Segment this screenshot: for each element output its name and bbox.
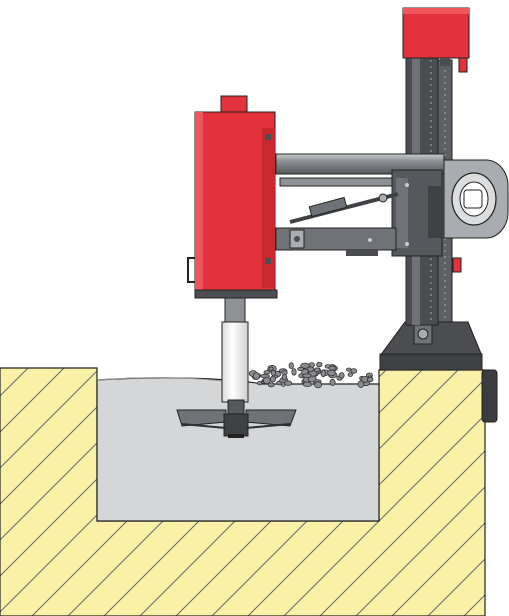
mixer-shaft (221, 297, 249, 419)
gravel-stone (350, 368, 358, 374)
gravel-stone (268, 366, 274, 371)
gravel-stone (263, 370, 271, 375)
gravel-stone (269, 375, 276, 383)
gravel-stone (262, 376, 271, 385)
gravel-stone (327, 369, 336, 377)
motor-housing-icon (187, 95, 278, 299)
gravel-stone (329, 378, 336, 386)
gravel-stone (316, 361, 323, 368)
gravel-stone (252, 372, 261, 380)
column-top-motor (402, 7, 470, 73)
gravel-stone (347, 372, 353, 378)
gravel-stone (338, 372, 345, 379)
gravel-stone (313, 367, 321, 373)
gravel-stone (291, 368, 297, 376)
gravel-stone (267, 382, 275, 388)
mixing-paddle-icon (176, 409, 297, 438)
gravel-stone (256, 381, 263, 386)
gravel-pile-icon (248, 361, 374, 389)
gravel-stone (297, 366, 305, 372)
column-carriage (391, 169, 443, 257)
gravel-stone (320, 369, 326, 378)
hydraulic-cylinder (289, 192, 399, 224)
drive-drum (443, 159, 509, 239)
gravel-stone (345, 367, 352, 372)
gravel-stone (328, 365, 337, 371)
gravel-stone (357, 380, 365, 388)
column-side-switch (452, 257, 462, 273)
gravel-stone (314, 381, 323, 389)
gravel-stone (288, 362, 294, 370)
horizontal-arm-icon (275, 153, 445, 187)
gravel-stone (300, 362, 310, 369)
gravel-stone (302, 373, 312, 378)
gravel-stone (307, 366, 315, 373)
gravel-stone (281, 373, 288, 381)
gravel-stone (284, 380, 293, 386)
column-base (379, 321, 498, 423)
gravel-stone (367, 376, 374, 383)
lower-arm (275, 227, 397, 256)
gravel-stone (302, 381, 312, 387)
